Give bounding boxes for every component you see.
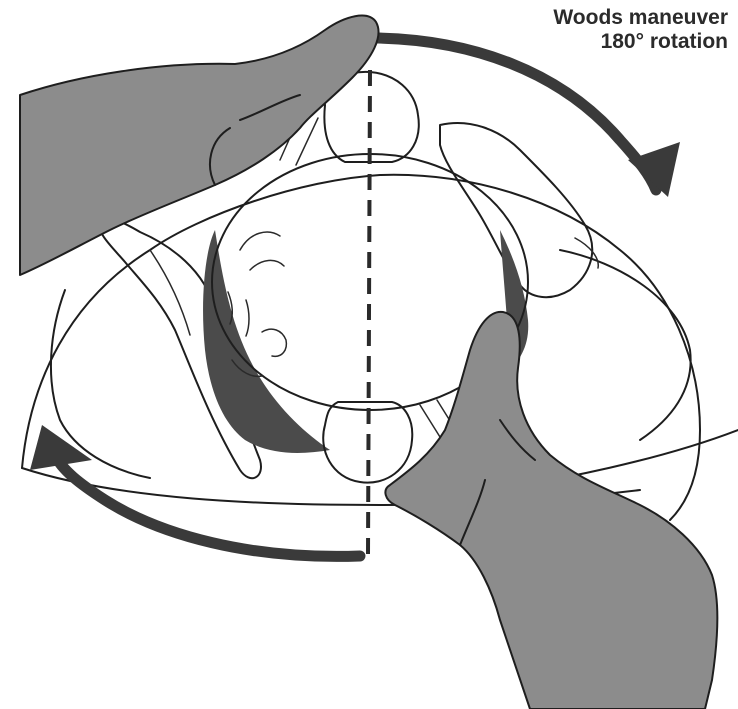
caption-subtitle: 180° rotation — [553, 30, 728, 54]
rotation-arrow-clockwise — [378, 38, 680, 197]
caption-title: Woods maneuver — [553, 6, 728, 30]
right-pelvic-bone — [440, 123, 598, 297]
upper-hand — [20, 16, 379, 275]
caption: Woods maneuver 180° rotation — [553, 6, 728, 54]
lower-hand — [385, 312, 717, 709]
